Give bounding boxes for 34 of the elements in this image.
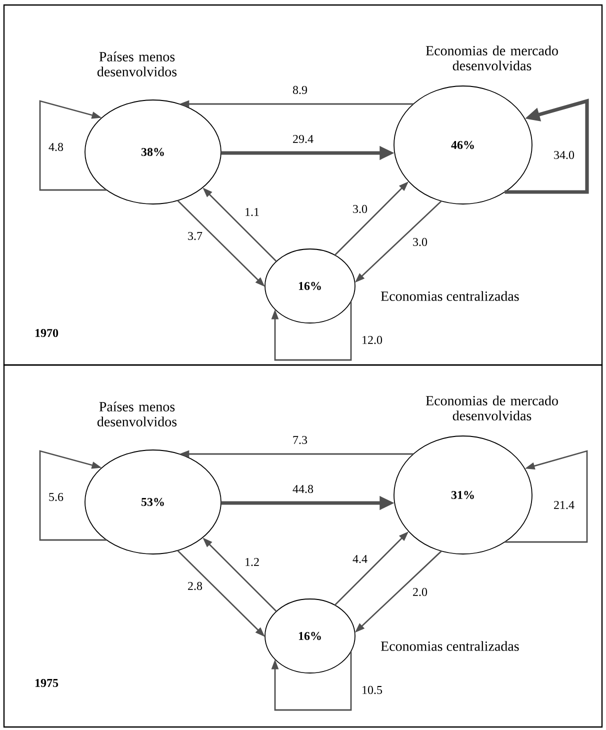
edge-label: 10.5 — [360, 684, 384, 696]
ellipse-node: 38% Países menos desenvolvidos — [84, 52, 222, 204]
ellipse-node: 53% Países menos desenvolvidos — [84, 402, 222, 554]
arrow — [271, 301, 352, 361]
edge-label: 1.2 — [244, 556, 260, 568]
edge-label: 29.4 — [292, 134, 314, 144]
edge-label: 4.4 — [352, 554, 368, 564]
edge-label: 44.8 — [292, 484, 314, 494]
edge-label: 8.9 — [292, 84, 308, 96]
node-label: Países menos desenvolvidos — [97, 52, 177, 76]
edge-label: 12.0 — [360, 334, 384, 346]
node-label: Economias centralizadas — [380, 291, 519, 301]
arrow — [39, 450, 107, 541]
ellipse-node: 16% Economias centralizadas — [264, 598, 519, 674]
arrow — [271, 651, 352, 711]
edge-label: 7.3 — [292, 434, 308, 446]
edge-label: 34.0 — [552, 150, 576, 160]
edge-label: 3.0 — [352, 204, 368, 214]
edge-label: 1.1 — [244, 206, 260, 218]
edge-label: 2.8 — [186, 580, 204, 592]
edge-label: 3.7 — [186, 230, 204, 242]
arrow — [39, 100, 107, 191]
node-label: Países menos desenvolvidos — [97, 402, 177, 426]
edge-label: 3.0 — [412, 236, 428, 248]
node-label: Economias de mercado desenvolvidas — [426, 46, 558, 70]
ellipse-node: 16% Economias centralizadas — [264, 248, 519, 324]
node-label: Economias de mercado desenvolvidas — [426, 396, 558, 420]
arrow — [504, 450, 588, 543]
edge-label: 4.8 — [48, 142, 64, 152]
edge-label: 2.0 — [412, 586, 428, 598]
node-label: Economias centralizadas — [380, 641, 519, 651]
edge-label: 21.4 — [552, 500, 576, 510]
edge-label: 5.6 — [48, 492, 64, 502]
arrow — [504, 98, 589, 194]
